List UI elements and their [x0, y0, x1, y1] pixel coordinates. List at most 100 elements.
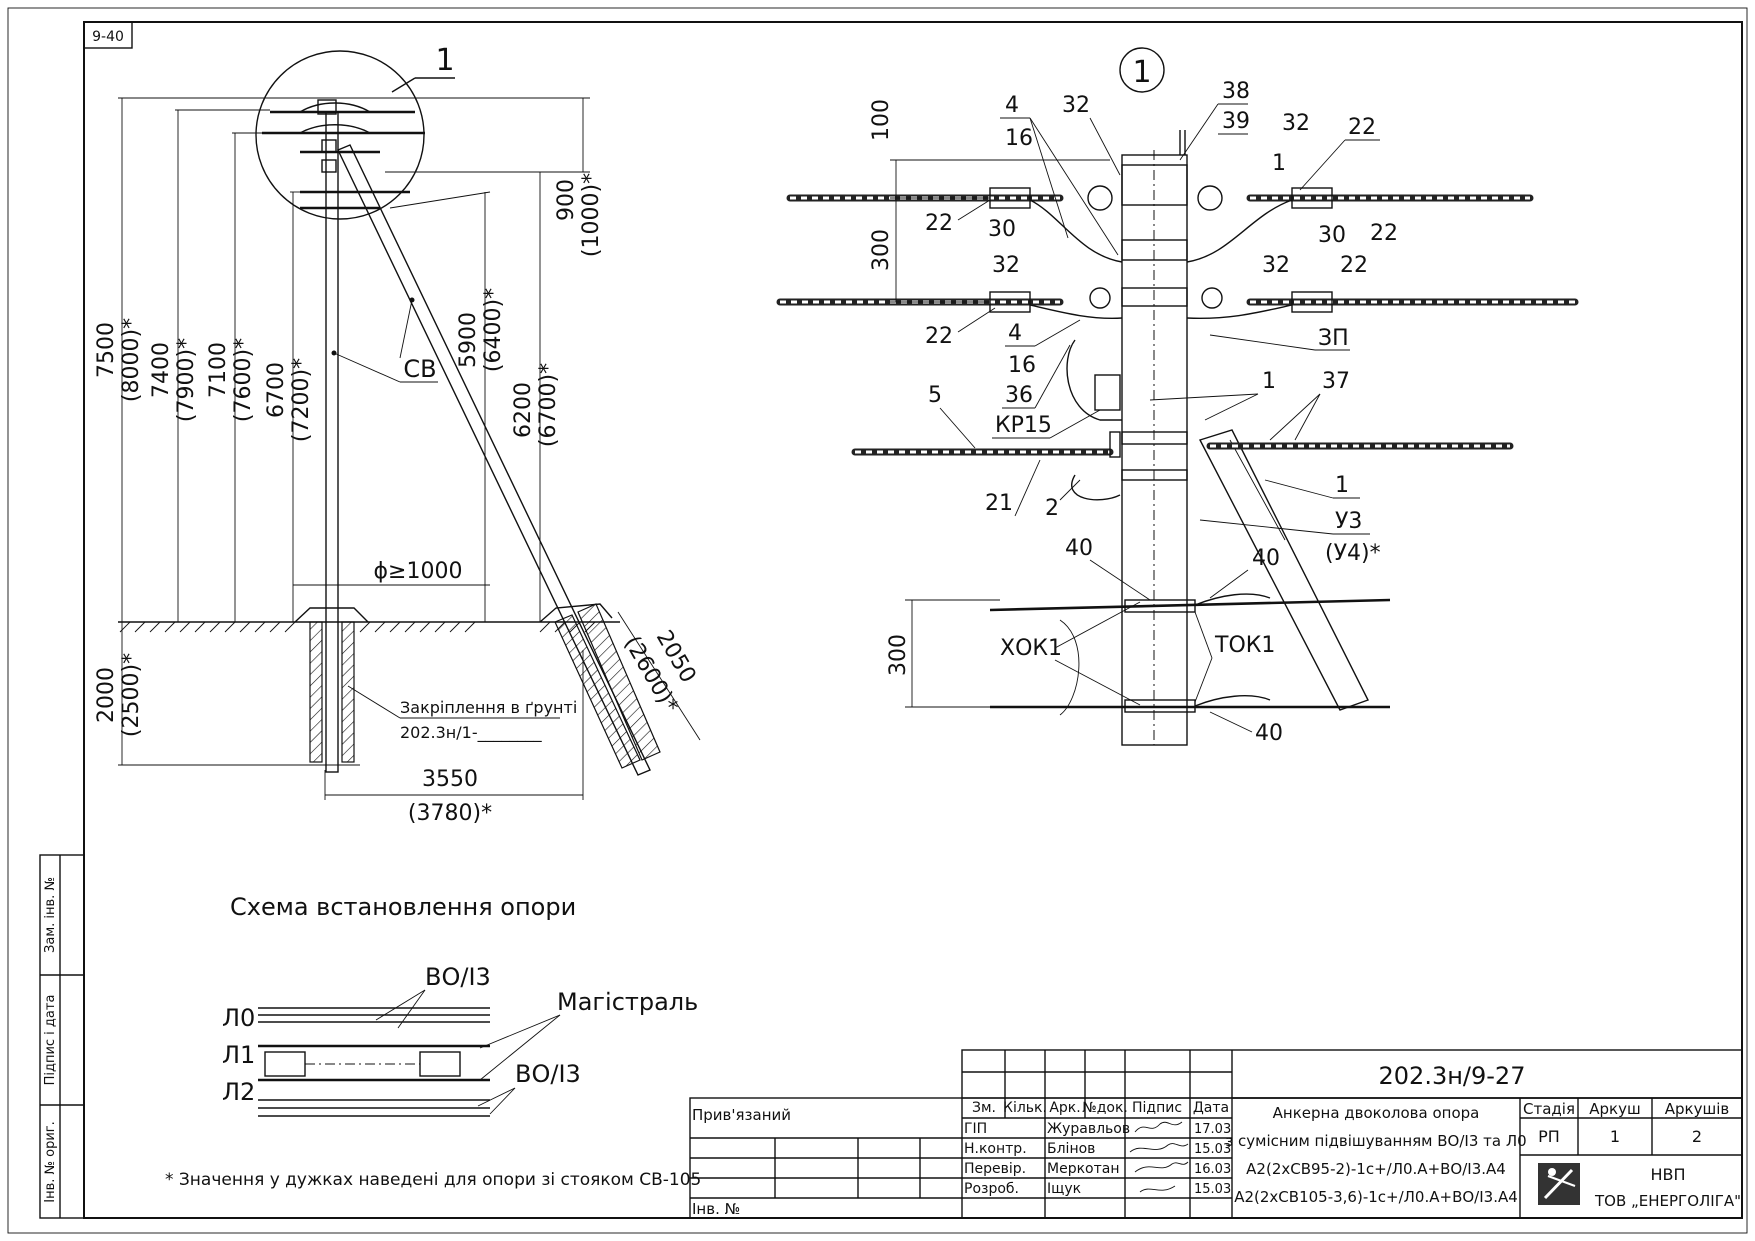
- label-30-right: 30: [1318, 223, 1346, 248]
- conductors: [776, 194, 1579, 709]
- tb-h-sheet: Арк.: [1049, 1100, 1080, 1116]
- tb-date-4: 15.03: [1194, 1182, 1231, 1197]
- label-32-mid-left: 32: [992, 253, 1020, 278]
- installation-scheme: Схема встановлення опори Л0 Л1 Л2 ВО/І3 …: [222, 893, 698, 1117]
- label-1-top: 1: [1272, 151, 1286, 176]
- tb-desc-2: з сумісним підвішуванням ВО/І3 та Л0: [1225, 1132, 1526, 1150]
- side-stamp-sign: Підпис і дата: [43, 995, 58, 1086]
- outer-frame: [7, 7, 1748, 1234]
- label-40-bottom: 40: [1255, 721, 1283, 746]
- scheme-l1: Л1: [222, 1041, 255, 1069]
- tb-name-1: Журавльов: [1047, 1121, 1130, 1137]
- tb-sheets: 2: [1692, 1127, 1702, 1146]
- tb-sheet: 1: [1610, 1127, 1620, 1146]
- tb-sheet-header: Аркуш: [1589, 1100, 1640, 1118]
- dim-right-3: 900: [554, 179, 579, 221]
- label-22-mid-left: 22: [925, 324, 953, 349]
- label-32-top-left: 32: [1062, 93, 1090, 118]
- fittings: [989, 164, 1333, 716]
- label-22-mid-right-2: 22: [1340, 253, 1368, 278]
- strut-pole: [337, 144, 651, 776]
- label-40-right: 40: [1252, 546, 1280, 571]
- label-kr15: КР15: [995, 413, 1052, 438]
- tb-role-1: ГІП: [964, 1121, 987, 1137]
- side-stamp: Зам. інв. № Підпис і дата Інв. № ориг.: [39, 854, 85, 1219]
- scheme-l2: Л2: [222, 1078, 255, 1106]
- ground-hatch: [119, 621, 596, 633]
- detail-callout-circle: [255, 50, 425, 220]
- label-u4: (У4)*: [1325, 541, 1381, 566]
- dim-right-3-alt: (1000)*: [579, 173, 604, 257]
- label-1-mid: 1: [1262, 369, 1276, 394]
- pole-label: СВ: [403, 355, 436, 383]
- label-u3: У3: [1335, 509, 1362, 534]
- tb-h-sign: Підпис: [1132, 1100, 1182, 1116]
- scheme-magistral: Магістраль: [557, 988, 698, 1016]
- tb-h-qty: Кільк.: [1003, 1100, 1047, 1116]
- dim-ground-depth: 2000: [94, 667, 119, 723]
- tb-desc-1: Анкерна двоколова опора: [1273, 1104, 1480, 1122]
- label-tok1: ТОК1: [1214, 633, 1275, 658]
- dim-height-1: 7500: [94, 322, 119, 378]
- label-40-left: 40: [1065, 536, 1093, 561]
- label-38: 38: [1222, 79, 1250, 104]
- detail-title-number: 1: [1132, 55, 1151, 90]
- tb-date-2: 15.03: [1194, 1142, 1231, 1157]
- detail-dim-300-bottom: 300: [886, 634, 911, 676]
- label-32-top-right: 32: [1282, 111, 1310, 136]
- label-4-mid: 4: [1008, 321, 1022, 346]
- tb-inv-no: Інв. №: [692, 1200, 740, 1218]
- main-pole: [325, 111, 339, 773]
- label-5: 5: [928, 383, 942, 408]
- label-2: 2: [1045, 496, 1059, 521]
- detail-dim-100: 100: [869, 99, 894, 141]
- label-22-mid-right: 22: [1370, 221, 1398, 246]
- scheme-vo-top: ВО/І3: [425, 963, 491, 991]
- tb-org-line1: НВП: [1650, 1165, 1685, 1184]
- signatures: [1129, 1121, 1189, 1193]
- org-logo-icon: [1538, 1163, 1580, 1205]
- label-16-mid: 16: [1008, 353, 1036, 378]
- label-16-top: 16: [1005, 126, 1033, 151]
- footnote: * Значення у дужках наведені для опори з…: [165, 1170, 701, 1190]
- label-37: 37: [1322, 369, 1350, 394]
- label-32-mid-right: 32: [1262, 253, 1290, 278]
- tb-role-2: Н.контр.: [964, 1141, 1027, 1157]
- tb-desc-4: А2(2хСВ105-3,6)-1с+/Л0.А+ВО/І3.А4: [1234, 1188, 1518, 1206]
- tb-date-3: 16.03: [1194, 1162, 1231, 1177]
- dim-height-4-alt: (7200)*: [289, 358, 314, 442]
- tb-stage-header: Стадія: [1523, 1100, 1575, 1118]
- detail-title-circle: [1119, 47, 1165, 93]
- detail-view: 1: [776, 47, 1579, 746]
- detail-labels: 38 39 4 16 32 32 22 1 22 30 30 22 32 32 …: [925, 79, 1398, 746]
- label-1-bottom: 1: [1335, 473, 1349, 498]
- label-22-top-right: 22: [1348, 115, 1376, 140]
- dim-right-1-alt: (6400)*: [481, 288, 506, 372]
- tb-desc-3: А2(2хСВ95-2)-1с+/Л0.А+ВО/І3.А4: [1246, 1160, 1506, 1178]
- tb-org-line2: ТОВ „ЕНЕРГОЛІГА": [1594, 1192, 1741, 1210]
- soil-fix-label: Закріплення в ґрунті: [400, 698, 577, 717]
- dim-height-3: 7100: [206, 342, 231, 398]
- tb-h-doc: №док.: [1082, 1100, 1128, 1116]
- label-22-top-left: 22: [925, 211, 953, 236]
- label-21: 21: [985, 491, 1013, 516]
- dim-right-1: 5900: [456, 312, 481, 368]
- label-39: 39: [1222, 109, 1250, 134]
- tb-role-4: Розроб.: [964, 1181, 1019, 1197]
- scheme-title: Схема встановлення опори: [230, 893, 576, 921]
- side-stamp-replace: Зам. інв. №: [43, 877, 58, 953]
- scheme-vo-bottom: ВО/І3: [515, 1060, 581, 1088]
- label-30-left: 30: [988, 217, 1016, 242]
- dim-right-2-alt: (6700)*: [536, 363, 561, 447]
- tb-doc-code: 202.3н/9-27: [1379, 1062, 1526, 1090]
- tb-stage: РП: [1538, 1127, 1560, 1146]
- sheet-tag-box: [83, 21, 133, 49]
- tb-name-3: Меркотан: [1047, 1161, 1120, 1177]
- dim-diameter: ϕ≥1000: [374, 559, 463, 584]
- label-36: 36: [1005, 383, 1033, 408]
- tb-name-2: Блінов: [1047, 1141, 1095, 1157]
- dim-height-2: 7400: [149, 342, 174, 398]
- tb-role-3: Перевір.: [964, 1161, 1026, 1177]
- dim-height-3-alt: (7600)*: [231, 338, 256, 422]
